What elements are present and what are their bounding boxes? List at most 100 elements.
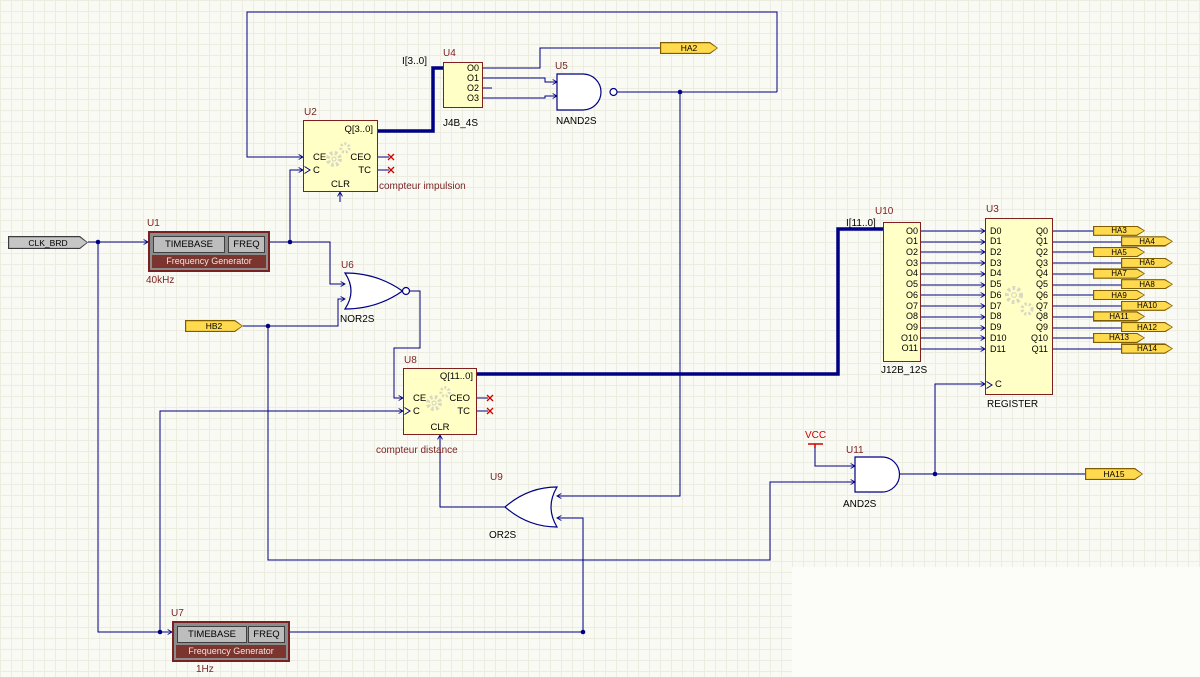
- u2-pin-clr: CLR: [330, 179, 350, 190]
- flag-label: HA9: [1111, 290, 1127, 300]
- u2-counter[interactable]: Q[3..0] CE C CEO TC CLR: [303, 120, 378, 192]
- u5-nand-gate[interactable]: [556, 73, 618, 111]
- net-flag[interactable]: HA9: [1093, 290, 1145, 300]
- clk-brd-flag[interactable]: CLK_BRD: [8, 236, 88, 249]
- u7-subtitle: Frequency Generator: [176, 645, 286, 658]
- ha15-flag[interactable]: HA15: [1085, 468, 1143, 480]
- u1-subtitle: Frequency Generator: [152, 255, 266, 268]
- u8-pin-ceo: CEO: [449, 392, 470, 404]
- u7-frequency: 1Hz: [196, 664, 214, 675]
- net-flag[interactable]: HA3: [1093, 226, 1145, 236]
- wire-nor-u8ce[interactable]: [393, 290, 421, 401]
- wire-u1freq-nor[interactable]: [270, 241, 346, 287]
- net-flag[interactable]: HA8: [1121, 279, 1173, 289]
- net-flag[interactable]: HA5: [1093, 247, 1145, 257]
- wire-or-u8clr[interactable]: [437, 434, 505, 508]
- net-flag[interactable]: HA7: [1093, 268, 1145, 278]
- u2-pin-c: C: [313, 164, 320, 176]
- u10-pin-label: O2: [905, 246, 918, 257]
- u3-d-pin-label: D4: [990, 268, 1002, 279]
- u10-pin-label: O1: [905, 236, 918, 247]
- net-flag[interactable]: HA13: [1093, 333, 1145, 343]
- wire-hb2-and[interactable]: [267, 326, 856, 561]
- ha2-flag[interactable]: HA2: [660, 42, 718, 54]
- u10-pin-label: O6: [905, 289, 918, 300]
- register-output-flags: HA3 HA4 HA5 HA6 HA7 HA8 HA9 HA10 HA11: [1093, 226, 1173, 355]
- net-flag[interactable]: HA12: [1121, 322, 1173, 332]
- flag-label: HA4: [1139, 236, 1155, 246]
- u8-refdes: U8: [404, 355, 417, 366]
- flag-body: HA11: [1094, 312, 1144, 320]
- bus-group[interactable]: [378, 66, 883, 376]
- u4-refdes: U4: [443, 48, 456, 59]
- u4-bus-label: I[3..0]: [402, 56, 428, 67]
- u3-d-pin-label: D3: [990, 257, 1002, 268]
- u8-counter[interactable]: Q[11..0] CE C CEO TC CLR: [403, 368, 477, 435]
- wire-nand-or[interactable]: [556, 92, 681, 499]
- u10-bus-label: I[11..0]: [846, 218, 876, 229]
- u10-pin-label: O10: [900, 332, 918, 343]
- u6-nor-gate[interactable]: [343, 272, 411, 310]
- u6-type: NOR2S: [340, 314, 375, 325]
- flag-body: HA3: [1094, 227, 1144, 235]
- u1-refdes: U1: [147, 218, 160, 229]
- hb2-flag[interactable]: HB2: [185, 320, 243, 332]
- bus-u2-to-u4[interactable]: [378, 66, 443, 133]
- flag-body: CLK_BRD: [9, 237, 87, 248]
- u3-d-pin-label: D7: [990, 300, 1002, 311]
- bus-u8-to-u10[interactable]: [477, 227, 883, 376]
- clock-pin-triangle: [986, 381, 993, 389]
- u8-pin-ce: CE: [413, 392, 427, 404]
- u3-refdes: U3: [986, 204, 999, 215]
- wire-u7-or[interactable]: [556, 515, 584, 632]
- net-flag[interactable]: HA14: [1121, 343, 1173, 353]
- flag-body: HA2: [661, 43, 717, 53]
- flag-label: CLK_BRD: [28, 237, 68, 248]
- net-flag[interactable]: HA6: [1121, 258, 1173, 268]
- wire-vcc-and[interactable]: [814, 448, 856, 469]
- wire-hb2-nor[interactable]: [243, 296, 346, 327]
- u11-type: AND2S: [843, 499, 877, 510]
- wire-o1-nand[interactable]: [483, 77, 558, 85]
- wire-clk-u8c[interactable]: [159, 408, 404, 632]
- u3-q-pin-label: Q5: [1035, 279, 1048, 290]
- bit-wire-group[interactable]: [921, 228, 1121, 352]
- no-connect-markers: [387, 153, 494, 415]
- u9-or-gate[interactable]: [504, 486, 559, 528]
- u3-d-pin-label: D2: [990, 247, 1002, 258]
- net-flag[interactable]: HA4: [1121, 236, 1173, 246]
- wire-u1freq-u2clk[interactable]: [289, 167, 304, 242]
- wire-nand-u2ce[interactable]: [246, 11, 778, 160]
- u8-pin-tc: TC: [457, 405, 470, 417]
- u3-d-pin-label: D11: [990, 343, 1006, 354]
- flag-label: HA5: [1111, 247, 1127, 257]
- wire-o3-nand[interactable]: [483, 93, 558, 99]
- u8-pin-c: C: [413, 405, 420, 417]
- flag-body: HA12: [1122, 323, 1172, 331]
- wire-and-u3c[interactable]: [934, 381, 986, 474]
- flag-body: HA5: [1094, 248, 1144, 256]
- flag-label: HA6: [1139, 258, 1155, 268]
- u7-timebase[interactable]: TIMEBASE FREQ Frequency Generator: [172, 621, 290, 662]
- wire-o0-ha2[interactable]: [483, 47, 660, 69]
- flag-body: HA10: [1122, 302, 1172, 310]
- u9-refdes: U9: [490, 472, 503, 483]
- u7-refdes: U7: [171, 608, 184, 619]
- flag-label: HA15: [1103, 469, 1125, 479]
- u1-timebase[interactable]: TIMEBASE FREQ Frequency Generator: [148, 231, 270, 272]
- net-flag[interactable]: HA10: [1121, 301, 1173, 311]
- u3-pin-c: C: [995, 379, 1002, 390]
- u3-d-pin-label: D5: [990, 279, 1002, 290]
- flag-label: HA2: [680, 43, 698, 53]
- u10-pin-label: O3: [905, 257, 918, 268]
- u10-pin-label: O11: [901, 343, 918, 354]
- net-flag[interactable]: HA11: [1093, 311, 1145, 321]
- vcc-symbol[interactable]: [808, 443, 823, 448]
- u11-and-gate[interactable]: [854, 456, 901, 493]
- wire-clkbrd-u7[interactable]: [97, 242, 173, 635]
